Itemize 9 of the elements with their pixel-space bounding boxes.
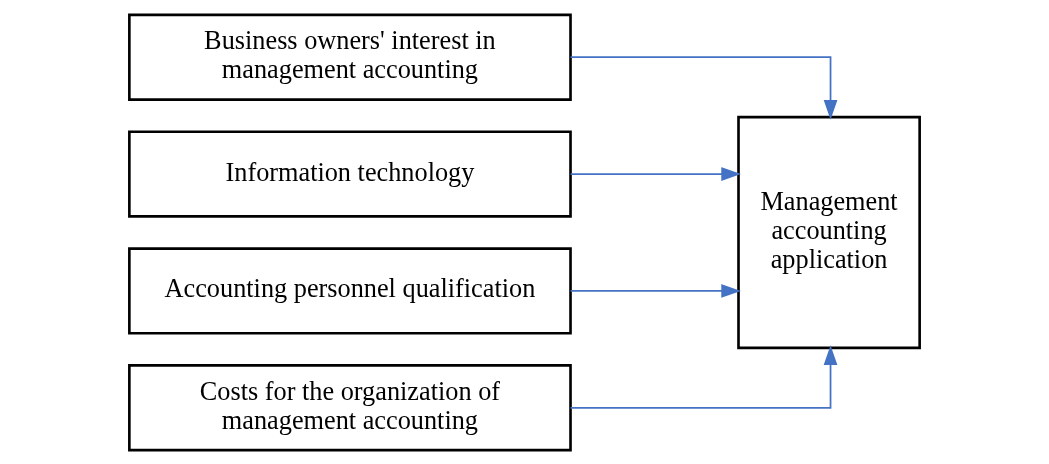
arrow <box>569 166 741 181</box>
arrow <box>569 55 838 120</box>
arrow <box>569 283 741 298</box>
node-box: Management accounting application <box>737 115 921 349</box>
arrow <box>569 344 838 409</box>
node-box: Business owners' interest in management accounting <box>128 13 572 101</box>
node-box: Accounting personnel qualification <box>128 246 572 335</box>
node-box: Information technology <box>128 129 572 218</box>
node-box: Costs for the organization of management accounting <box>128 363 572 451</box>
